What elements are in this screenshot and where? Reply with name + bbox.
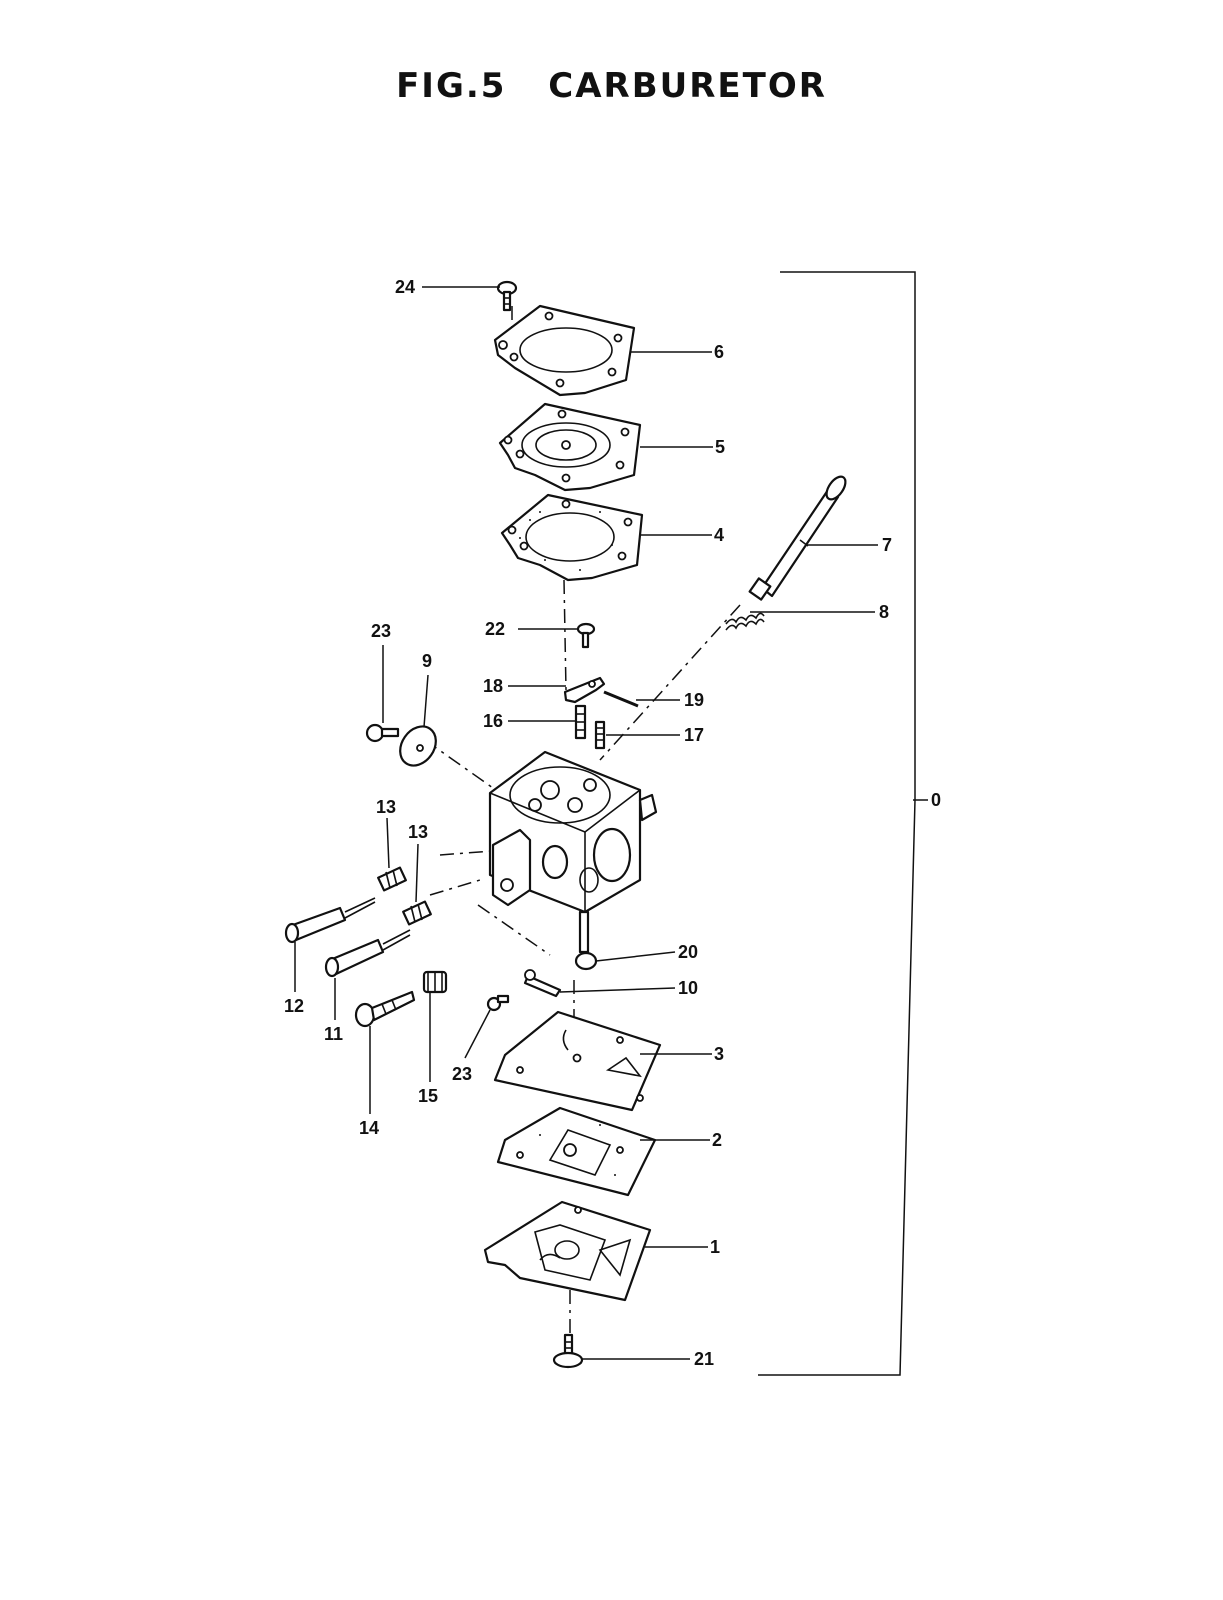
part-21-screw (552, 1333, 584, 1369)
leader-lines (294, 286, 878, 1360)
callout-15: 15 (418, 1086, 438, 1106)
part-23-screw-lower (486, 994, 510, 1012)
callout-2: 2 (712, 1130, 722, 1150)
part-24-screw (496, 280, 518, 312)
callout-21: 21 (694, 1349, 714, 1369)
part-19-pin (603, 690, 639, 708)
callout-23b: 23 (452, 1064, 472, 1084)
callout-13a: 13 (376, 797, 396, 817)
part-9-throttle-plate (399, 725, 437, 767)
part-7-throttle-shaft (748, 475, 847, 601)
callout-13b: 13 (408, 822, 428, 842)
part-13-spring-a (377, 866, 407, 892)
part-14-screw (354, 990, 416, 1028)
part-22-screw (576, 622, 596, 649)
part-3-diaphragm (493, 1010, 662, 1112)
callout-6: 6 (714, 342, 724, 362)
part-20-plug (574, 951, 598, 971)
part-23-screw-upper (365, 723, 400, 743)
part-2-gasket (496, 1106, 657, 1197)
part-17-spring (594, 720, 606, 750)
part-4-gasket (500, 493, 644, 582)
part-18-lever (563, 676, 606, 704)
part-6-cover (493, 304, 636, 397)
callout-14: 14 (359, 1118, 379, 1138)
part-1-pump-body (483, 1200, 652, 1302)
callout-24: 24 (395, 277, 415, 297)
part-16-needle (574, 704, 587, 740)
part-13-spring-b (402, 900, 432, 926)
callout-11: 11 (324, 1024, 343, 1044)
callout-19: 19 (684, 690, 704, 710)
callout-8: 8 (879, 602, 889, 622)
part-10-lever (523, 969, 562, 998)
callout-12: 12 (284, 996, 304, 1016)
part-8-spring (725, 612, 765, 631)
callout-3: 3 (714, 1044, 724, 1064)
callout-5: 5 (715, 437, 725, 457)
assembly-bracket (758, 271, 928, 1376)
callout-16: 16 (483, 711, 503, 731)
part-15-spring (422, 970, 448, 994)
callout-18: 18 (483, 676, 503, 696)
callout-17: 17 (684, 725, 704, 745)
part-5-diaphragm (498, 402, 642, 492)
callout-4: 4 (714, 525, 724, 545)
callout-0: 0 (931, 790, 941, 810)
callout-9: 9 (422, 651, 432, 671)
callout-20: 20 (678, 942, 698, 962)
part-11-needle (324, 929, 411, 978)
callout-1: 1 (710, 1237, 720, 1257)
part-12-needle (284, 897, 376, 944)
carburetor-body (488, 750, 658, 954)
callout-10: 10 (678, 978, 698, 998)
callout-23a: 23 (371, 621, 391, 641)
figure-title: FIG.5 CARBURETOR (396, 66, 827, 106)
callout-22: 22 (485, 619, 505, 639)
callout-7: 7 (882, 535, 892, 555)
callout-labels: 0 1 2 3 4 5 6 7 8 9 10 11 12 13 13 14 15… (284, 277, 941, 1369)
